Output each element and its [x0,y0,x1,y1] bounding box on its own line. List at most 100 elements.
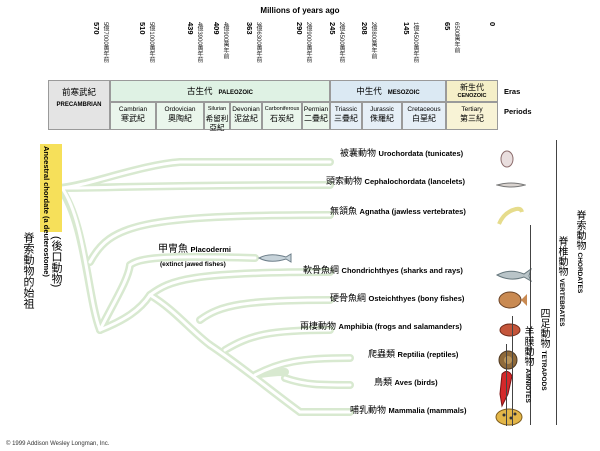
period-silurian: Silurian 希留利亞紀 [204,102,230,132]
period-en: Devonian [232,106,260,113]
time-axis-title: Millions of years ago [260,6,340,15]
placodermi-sub-text: (extinct jawed fishes) [160,261,226,268]
tick-number: 363 [245,22,254,35]
period-en: Carboniferous [264,106,300,112]
period-cn: 奧陶紀 [168,114,192,123]
bracket-chordates [556,140,557,425]
group-cn: 羊膜動物 [522,326,533,366]
era-cn: 前寒武紀 [61,87,96,97]
group-en: AMNIOTES [524,368,531,403]
bony-fish-icon [498,291,527,309]
era-cn: 新生代 [460,83,484,92]
group-cn: 四足動物 [538,308,549,348]
clade-en: Reptilia (reptiles) [397,350,459,359]
tick-chinese: 1億4500萬年前 [412,22,418,63]
frog-icon [499,323,521,337]
clade-cn: 頭索動物 [326,176,363,186]
era-en: PRECAMBRIAN [56,102,102,108]
period-cn: 希留利亞紀 [205,114,229,132]
tick-number: 439 [186,22,195,35]
group-amniotes: 羊膜動物 AMNIOTES [520,326,535,403]
tunicate-icon [500,150,514,168]
clade-chondrichthyes: 軟骨魚綱 Chondrichthyes (sharks and rays) [303,263,463,276]
clade-cephalochordata: 頭索動物 Cephalochordata (lancelets) [326,174,465,187]
clade-en: Chondrichthyes (sharks and rays) [341,266,463,275]
period-en: Cambrian [118,106,148,113]
clade-agnatha: 無頷魚 Agnatha (jawless vertebrates) [330,204,466,217]
tick-chinese: 3億6300萬年前 [255,22,261,63]
bracket-tetrapods [512,316,513,426]
tick-chinese: 2億4500萬年前 [338,22,344,63]
tick-chinese: 6500萬年前 [453,22,459,54]
clade-en: Agnatha (jawless vertebrates) [359,207,466,216]
period-cn: 三疊紀 [334,114,358,123]
era-cn: 中生代 [356,86,382,96]
clade-cn: 哺乳動物 [350,405,387,415]
clade-mammalia: 哺乳動物 Mammalia (mammals) [350,403,466,416]
period-en: Triassic [334,106,358,113]
tick-0: 0 [488,22,510,80]
group-tetrapods: 四足動物 TETRAPODS [536,308,551,391]
group-en: TETRAPODS [540,350,547,391]
era-en: MESOZOIC [387,90,420,96]
leopard-icon [495,408,523,426]
period-carboniferous: Carboniferous 石炭紀 [262,102,302,130]
clade-en: Placodermi [190,245,231,254]
period-cn: 石炭紀 [270,114,294,123]
period-cn: 二疊紀 [304,114,328,123]
clade-en: Mammalia (mammals) [388,406,467,415]
clade-aves: 鳥類 Aves (birds) [374,375,438,388]
tree-branches [56,158,354,416]
clade-osteichthyes: 硬骨魚綱 Osteichthyes (bony fishes) [330,291,464,304]
ancestor-label-cn: 脊索動物的始祖 [22,232,34,309]
group-cn: 脊索動物 [574,210,585,250]
era-en: PALEOZOIC [218,90,254,96]
group-vertebrates: 脊椎動物 VERTEBRATES [554,236,569,326]
copyright-footer: © 1999 Addison Wesley Longman, Inc. [6,441,110,447]
clade-en: Aves (birds) [394,378,438,387]
bracket-vertebrates [530,225,531,425]
clade-amphibia: 兩棲動物 Amphibia (frogs and salamanders) [300,319,462,332]
tick-number: 570 [92,22,101,35]
era-en: CENOZOIC [457,93,487,99]
clade-reptilia: 爬蟲類 Reptilia (reptiles) [368,347,458,360]
clade-en: Urochordata (tunicates) [378,149,464,158]
cardinal-bird-icon [499,370,513,408]
clade-cn: 無頷魚 [330,206,358,216]
clade-cn: 甲冑魚 [158,244,188,255]
clade-cn: 鳥類 [374,377,393,387]
era-paleozoic: 古生代 PALEOZOIC [110,80,330,102]
tick-number: 409 [212,22,221,35]
tick-number: 0 [488,22,497,27]
era-precambrian: 前寒武紀 PRECAMBRIAN [48,80,110,130]
clade-cn: 爬蟲類 [368,349,396,359]
period-en: Permian [303,106,329,113]
periods-label: Periods [504,107,532,116]
period-cn: 泥盆紀 [234,114,258,123]
period-cn: 侏羅紀 [370,114,394,123]
period-en: Jurassic [370,106,394,113]
tick-chinese: 4億3900萬年前 [196,22,202,63]
shark-icon [496,268,532,282]
group-chordates: 脊索動物 CHORDATES [572,210,587,293]
clade-en: Osteichthyes (bony fishes) [368,294,465,303]
tick-number: 208 [360,22,369,35]
lancelet-icon [496,182,526,188]
clade-placodermi: 甲冑魚 Placodermi [158,240,231,255]
ancestor-box [40,144,62,232]
period-cn: 寒武紀 [121,114,145,123]
group-en: VERTEBRATES [558,278,565,327]
clade-cn: 被囊動物 [340,148,377,158]
period-en: Silurian [207,106,227,112]
tick-chinese: 2億9000萬年前 [305,22,311,63]
